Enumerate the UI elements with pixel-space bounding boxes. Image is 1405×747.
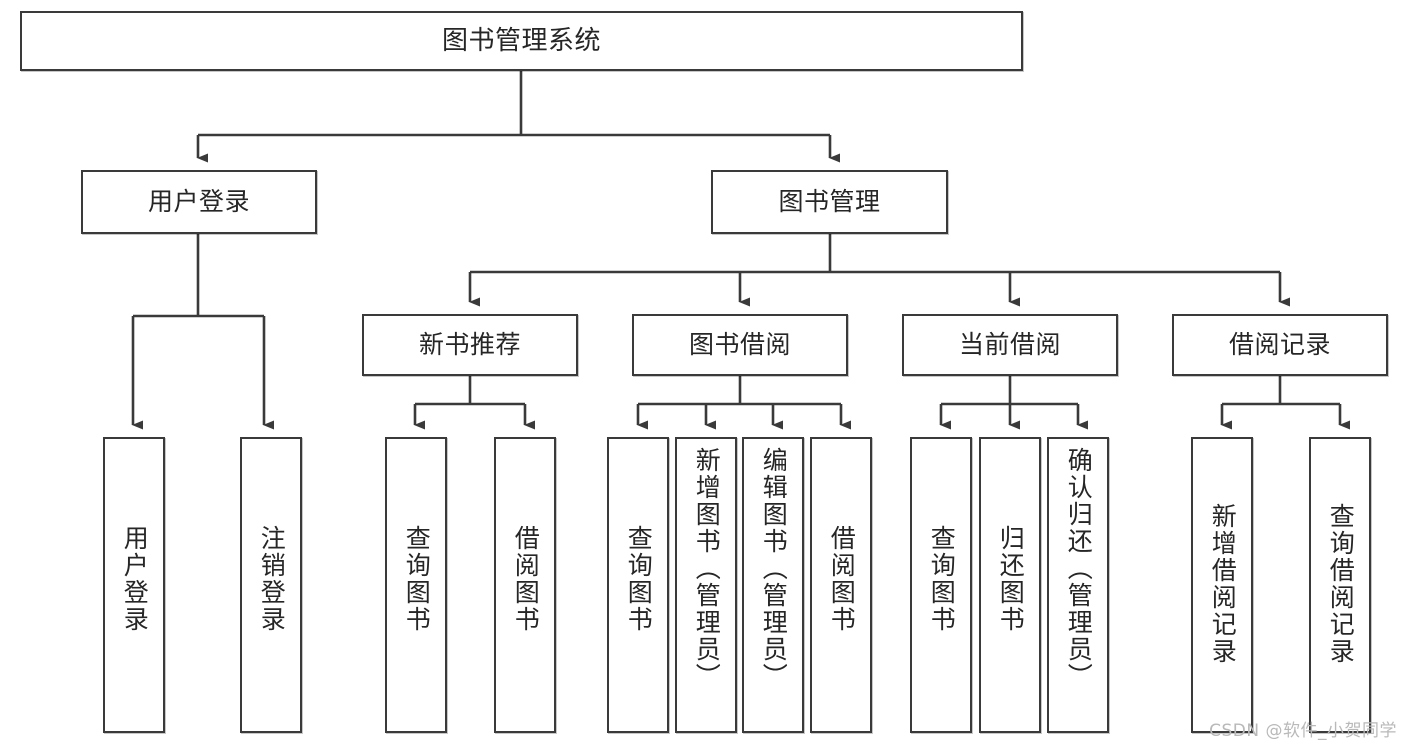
node-leaf-borrow-book-recommend[interactable]: 借阅图书 (494, 437, 556, 733)
node-label: 查询借阅记录 (1326, 503, 1356, 665)
node-leaf-query-book-recommend[interactable]: 查询图书 (385, 437, 447, 733)
node-leaf-user-login[interactable]: 用户登录 (103, 437, 165, 733)
node-label: 确认归还（管理员） (1064, 447, 1094, 690)
node-label: 归还图书 (996, 525, 1026, 633)
watermark-text: CSDN @软件_小贺同学 (1209, 721, 1397, 741)
node-label: 查询图书 (624, 525, 654, 633)
node-label: 新增图书（管理员） (692, 447, 722, 690)
node-label: 借阅图书 (827, 525, 857, 633)
node-label: 借阅图书 (511, 525, 541, 633)
node-label: 用户登录 (147, 187, 250, 217)
node-user-login[interactable]: 用户登录 (81, 170, 317, 234)
node-label: 图书借阅 (688, 330, 791, 360)
node-leaf-logout-login[interactable]: 注销登录 (240, 437, 302, 733)
node-leaf-query-borrow-record[interactable]: 查询借阅记录 (1309, 437, 1371, 733)
node-label: 图书管理 (778, 187, 881, 217)
node-label: 查询图书 (927, 525, 957, 633)
node-label: 图书管理系统 (441, 25, 601, 56)
node-label: 当前借阅 (958, 330, 1061, 360)
node-leaf-edit-book[interactable]: 编辑图书（管理员） (742, 437, 804, 733)
node-borrow-record[interactable]: 借阅记录 (1172, 314, 1388, 376)
node-leaf-confirm-return[interactable]: 确认归还（管理员） (1047, 437, 1109, 733)
node-leaf-return-book[interactable]: 归还图书 (979, 437, 1041, 733)
node-label: 用户登录 (120, 525, 150, 633)
node-leaf-query-book-borrow[interactable]: 查询图书 (607, 437, 669, 733)
node-leaf-add-borrow-record[interactable]: 新增借阅记录 (1191, 437, 1253, 733)
node-label: 注销登录 (257, 525, 287, 633)
node-label: 查询图书 (402, 525, 432, 633)
node-new-book-recommend[interactable]: 新书推荐 (362, 314, 578, 376)
node-leaf-borrow-book[interactable]: 借阅图书 (810, 437, 872, 733)
node-book-borrow[interactable]: 图书借阅 (632, 314, 848, 376)
node-leaf-query-book-current[interactable]: 查询图书 (910, 437, 972, 733)
node-label: 编辑图书（管理员） (759, 447, 789, 690)
node-label: 借阅记录 (1228, 330, 1331, 360)
node-book-management[interactable]: 图书管理 (711, 170, 948, 234)
node-label: 新书推荐 (418, 330, 521, 360)
node-label: 新增借阅记录 (1208, 503, 1238, 665)
node-root-book-management-system[interactable]: 图书管理系统 (20, 11, 1023, 71)
node-current-borrow[interactable]: 当前借阅 (902, 314, 1118, 376)
node-leaf-add-book[interactable]: 新增图书（管理员） (675, 437, 737, 733)
